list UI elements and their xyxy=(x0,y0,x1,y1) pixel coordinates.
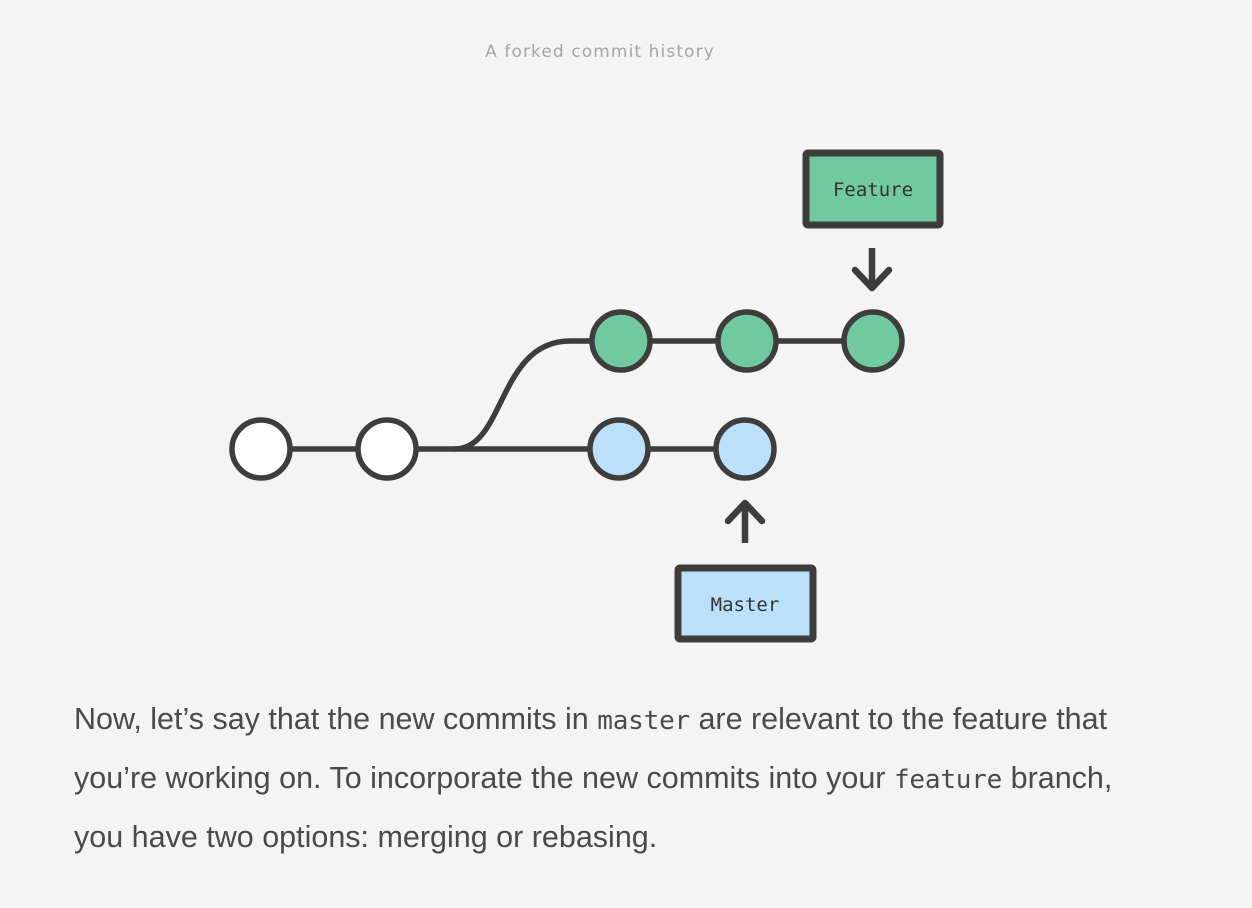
figure-caption: A forked commit history xyxy=(485,42,715,62)
commit-node-master-3[interactable] xyxy=(587,417,651,481)
master-label-box[interactable] xyxy=(674,564,817,643)
commit-node-feature-3[interactable] xyxy=(841,309,905,373)
down-arrow-icon xyxy=(851,248,893,292)
feature-label-box[interactable] xyxy=(802,149,944,229)
commit-node-feature-1[interactable] xyxy=(589,309,653,373)
body-paragraph: Now, let’s say that the new commits in m… xyxy=(74,691,1134,866)
inline-code-feature: feature xyxy=(893,764,1003,795)
branch-fork-curve xyxy=(452,338,624,452)
commit-node-master-2[interactable] xyxy=(355,417,419,481)
commit-node-master-4[interactable] xyxy=(713,417,777,481)
feature-label-text: Feature xyxy=(833,179,913,201)
body-text-part-3: branch, you have two options: merging or… xyxy=(74,760,1113,854)
inline-code-master: master xyxy=(597,705,690,736)
commit-node-feature-2[interactable] xyxy=(715,309,779,373)
up-arrow-icon xyxy=(724,499,766,543)
master-label-text: Master xyxy=(711,594,780,616)
body-text-part-1: Now, let’s say that the new commits in xyxy=(74,701,598,736)
commit-history-diagram: Feature Master xyxy=(229,149,944,643)
body-text-part-2: are relevant to the feature that you’re … xyxy=(74,701,1108,795)
commit-node-master-1[interactable] xyxy=(229,417,293,481)
